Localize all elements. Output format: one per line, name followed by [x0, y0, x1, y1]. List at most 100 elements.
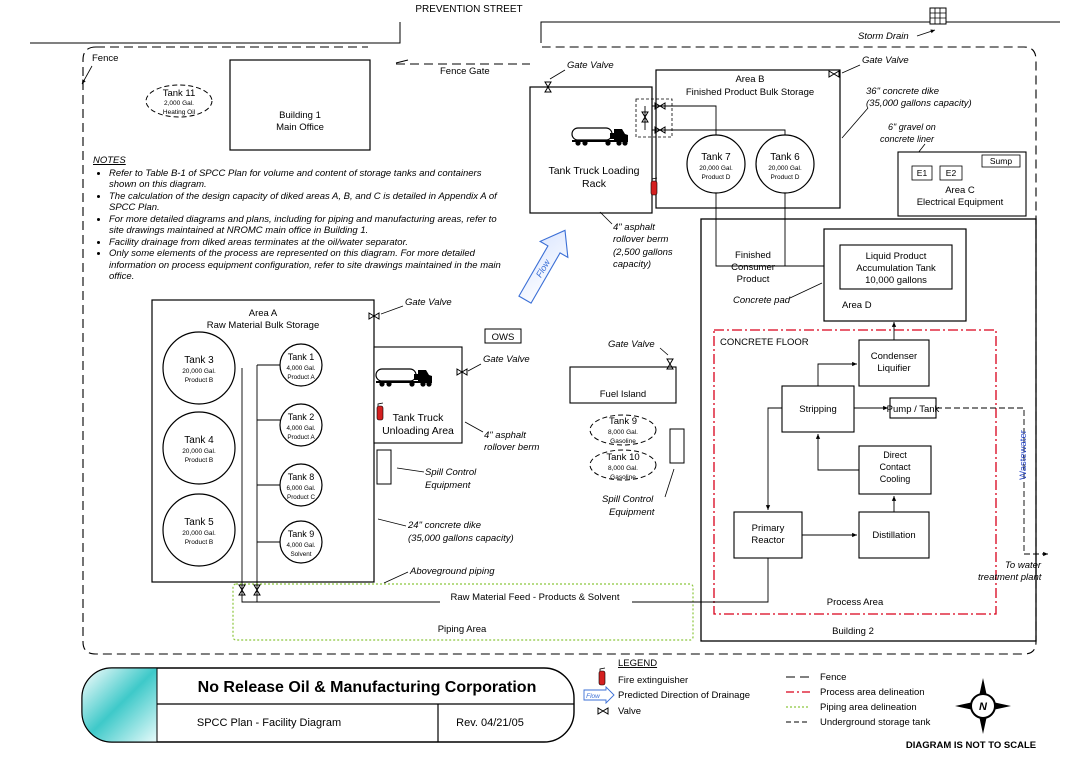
- tank-7-cap: 20,000 Gal.: [699, 165, 733, 172]
- area-a: Area A Raw Material Bulk Storage Tank 3 …: [151, 299, 375, 585]
- revision: Rev. 04/21/05: [456, 717, 524, 729]
- flow-icon: [583, 685, 615, 705]
- finished-consumer-line1: Finished: [735, 250, 771, 261]
- liquid-tank-line1: Liquid Product: [866, 251, 927, 262]
- spill-control-fuel-label: Spill Control: [602, 494, 654, 505]
- process-flow: Condenser Liquifier Stripping Pump / Tan…: [733, 322, 940, 559]
- gate-valve-area-b: Gate Valve: [828, 55, 909, 78]
- condenser-label: Condenser: [871, 351, 917, 362]
- water-treatment-label: To water: [1005, 560, 1042, 571]
- tank-6-cap: 20,000 Gal.: [768, 165, 802, 172]
- tank-4-cap: 20,000 Gal.: [182, 448, 216, 455]
- fence-gate-label: Fence Gate: [440, 66, 490, 77]
- tank-9-solvent-cap: 4,000 Gal.: [286, 542, 315, 549]
- tank-9-gasoline: Tank 9 8,000 Gal. Gasoline: [589, 414, 657, 446]
- area-b: Area B Finished Product Bulk Storage Tan…: [529, 69, 841, 214]
- plan-title: SPCC Plan - Facility Diagram: [197, 717, 341, 729]
- tank-2-cap: 4,000 Gal.: [286, 425, 315, 432]
- tank-5-content: Product B: [185, 539, 214, 546]
- spill-control-a-sublabel: Equipment: [425, 480, 471, 491]
- tank-6-name: Tank 6: [770, 152, 800, 163]
- tank-9-solvent-content: Solvent: [290, 551, 311, 558]
- area-c-sublabel: Electrical Equipment: [917, 197, 1004, 208]
- process-area-label: Process Area: [827, 597, 884, 608]
- tank-3-content: Product B: [185, 377, 214, 384]
- note-item: The calculation of the design capacity o…: [109, 191, 503, 214]
- tank-11-content: Heating Oil: [163, 109, 196, 116]
- compass-icon: N: [955, 678, 1011, 734]
- direct-contact-line1: Direct: [883, 450, 907, 460]
- pump-tank-label: Pump / Tank: [887, 404, 940, 415]
- direct-contact-line2: Contact: [879, 462, 911, 472]
- spill-control-a-label: Spill Control: [425, 467, 477, 478]
- tank-10-name: Tank 10: [606, 452, 639, 463]
- tank-1-cap: 4,000 Gal.: [286, 365, 315, 372]
- area-a-label: Area A: [249, 308, 278, 319]
- tank-5-name: Tank 5: [184, 517, 214, 528]
- piping-area-label: Piping Area: [438, 624, 487, 635]
- legend-process: Process area delineation: [820, 687, 925, 698]
- valve-icon: [597, 707, 609, 715]
- tank-11-name: Tank 11: [163, 88, 196, 99]
- raw-material-feed-label: Raw Material Feed - Products & Solvent: [451, 592, 620, 603]
- tank-11: Tank 11 2,000 Gal. Heating Oil: [145, 84, 213, 118]
- aboveground-piping-label: Aboveground piping: [409, 566, 495, 577]
- dike-a-label: 24" concrete dike: [407, 520, 481, 531]
- building-2: [700, 218, 1037, 642]
- building-1-sublabel: Main Office: [276, 122, 324, 133]
- liquid-tank-line2: Accumulation Tank: [856, 263, 936, 274]
- note-item: Facility drainage from diked areas termi…: [109, 237, 503, 249]
- tank-2-name: Tank 2: [288, 412, 315, 422]
- legend-flow-icon: Flow: [586, 693, 601, 700]
- legend-ust: Underground storage tank: [820, 717, 931, 728]
- dike-b-label: 36" concrete dike: [866, 86, 939, 97]
- gate-valve-fence-label: Gate Valve: [567, 60, 614, 71]
- tank-8-content: Product C: [287, 494, 315, 501]
- tank-1-name: Tank 1: [288, 352, 315, 362]
- notes-header: NOTES: [93, 155, 126, 166]
- loading-rack-label: Tank Truck Loading: [548, 165, 639, 177]
- notes: NOTES Refer to Table B-1 of SPCC Plan fo…: [93, 155, 503, 283]
- gate-valve-fuel-label: Gate Valve: [608, 339, 655, 350]
- tank-7-name: Tank 7: [701, 152, 731, 163]
- dike-b-sublabel: (35,000 gallons capacity): [866, 98, 972, 109]
- fence-boundary: [82, 46, 1037, 655]
- street: PREVENTION STREET: [30, 4, 1060, 44]
- note-item: For more detailed diagrams and plans, in…: [109, 214, 503, 237]
- spill-control-fuel: [669, 428, 685, 464]
- direct-contact-line3: Cooling: [880, 474, 911, 484]
- legend-fence: Fence: [820, 672, 846, 683]
- fence-label: Fence: [92, 53, 118, 64]
- gate-valve-area-a-label: Gate Valve: [405, 297, 452, 308]
- ows-box: [484, 328, 522, 344]
- tank-10-content: Gasoline: [610, 474, 636, 481]
- distillation-label: Distillation: [872, 530, 915, 541]
- compass-label: N: [979, 701, 988, 713]
- building-1: [229, 59, 371, 151]
- note-item: Refer to Table B-1 of SPCC Plan for volu…: [109, 168, 503, 191]
- tank-8-cap: 6,000 Gal.: [286, 485, 315, 492]
- legend-valve: Valve: [618, 706, 641, 717]
- tank-10-cap: 8,000 Gal.: [608, 465, 638, 472]
- legend-header: LEGEND: [618, 658, 657, 669]
- tank-3-cap: 20,000 Gal.: [182, 368, 216, 375]
- tank-9-gasoline-content: Gasoline: [610, 438, 636, 445]
- tank-4-content: Product B: [185, 457, 214, 464]
- primary-reactor-label: Primary: [752, 523, 785, 534]
- e2-label: E2: [946, 168, 957, 178]
- berm-unloading-sublabel: rollover berm: [484, 442, 540, 453]
- primary-reactor-sublabel: Reactor: [751, 535, 784, 546]
- area-b-label: Area B: [735, 74, 764, 85]
- tank-1-content: Product A: [287, 374, 315, 381]
- storm-drain-label: Storm Drain: [858, 31, 909, 42]
- company-name: No Release Oil & Manufacturing Corporati…: [198, 679, 537, 696]
- legend-fire: Fire extinguisher: [618, 675, 688, 686]
- gate-valve-unloading-label: Gate Valve: [483, 354, 530, 365]
- gate-valve-fence: Gate Valve: [544, 60, 614, 93]
- wastewater-line: [936, 407, 1048, 557]
- tank-9-gasoline-cap: 8,000 Gal.: [608, 429, 638, 436]
- spill-control-fuel-sublabel: Equipment: [609, 507, 655, 518]
- piping-area-boundary: [232, 583, 694, 641]
- fuel-island-label: Fuel Island: [600, 389, 646, 400]
